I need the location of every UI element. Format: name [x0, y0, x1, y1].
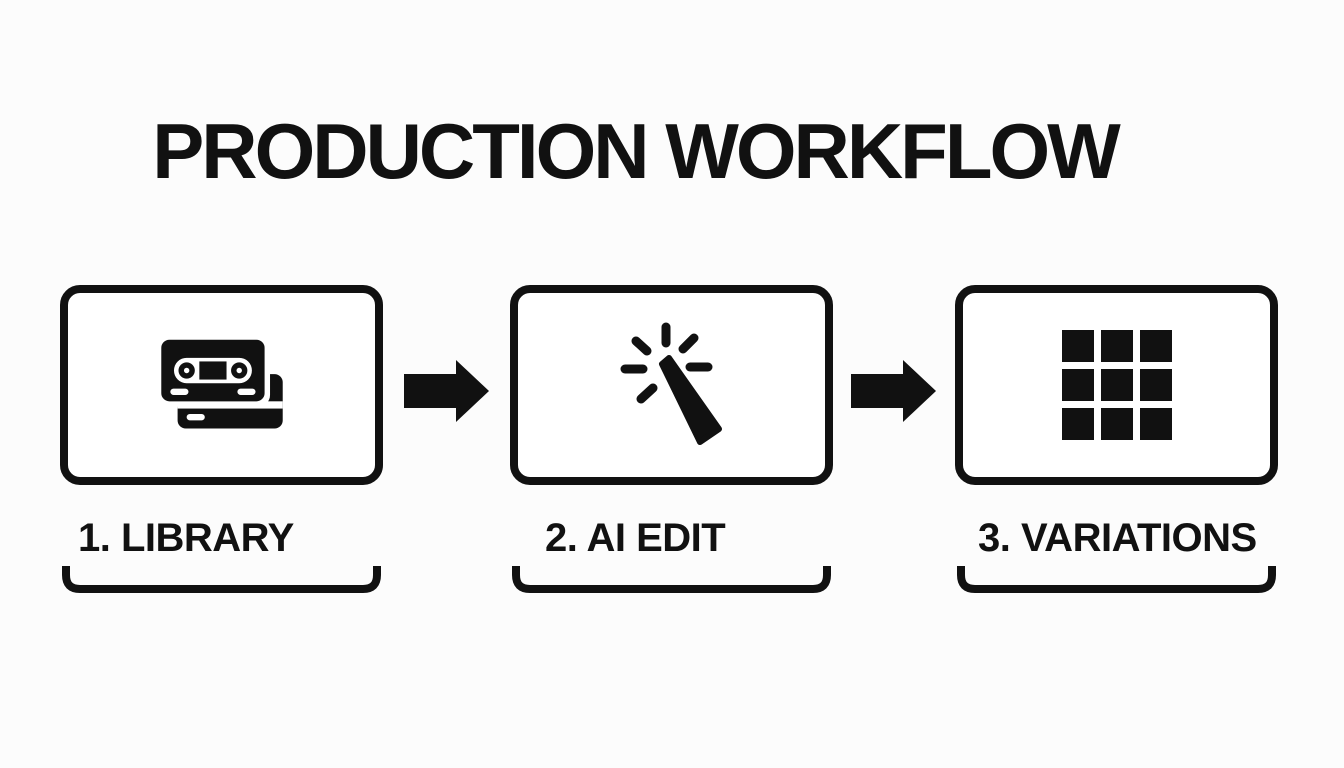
bracket-underline — [957, 566, 1276, 593]
bracket-underline — [512, 566, 831, 593]
step-label-variations: 3. VARIATIONS — [978, 516, 1257, 560]
step-label-ai-edit: 2. AI EDIT — [545, 516, 726, 560]
bracket-underline — [62, 566, 381, 593]
magic-wand-icon — [620, 322, 722, 445]
step-card-variations — [955, 285, 1278, 485]
step-label-library: 1. LIBRARY — [78, 516, 294, 560]
page-title: PRODUCTION WORKFLOW — [152, 107, 1121, 195]
arrow-right-icon — [404, 360, 489, 422]
arrow-right-icon — [851, 360, 936, 422]
step-card-ai-edit — [510, 285, 833, 485]
grid-3x3-icon — [1061, 330, 1172, 440]
cassette-tapes-icon — [155, 334, 283, 429]
step-card-library — [60, 285, 383, 485]
